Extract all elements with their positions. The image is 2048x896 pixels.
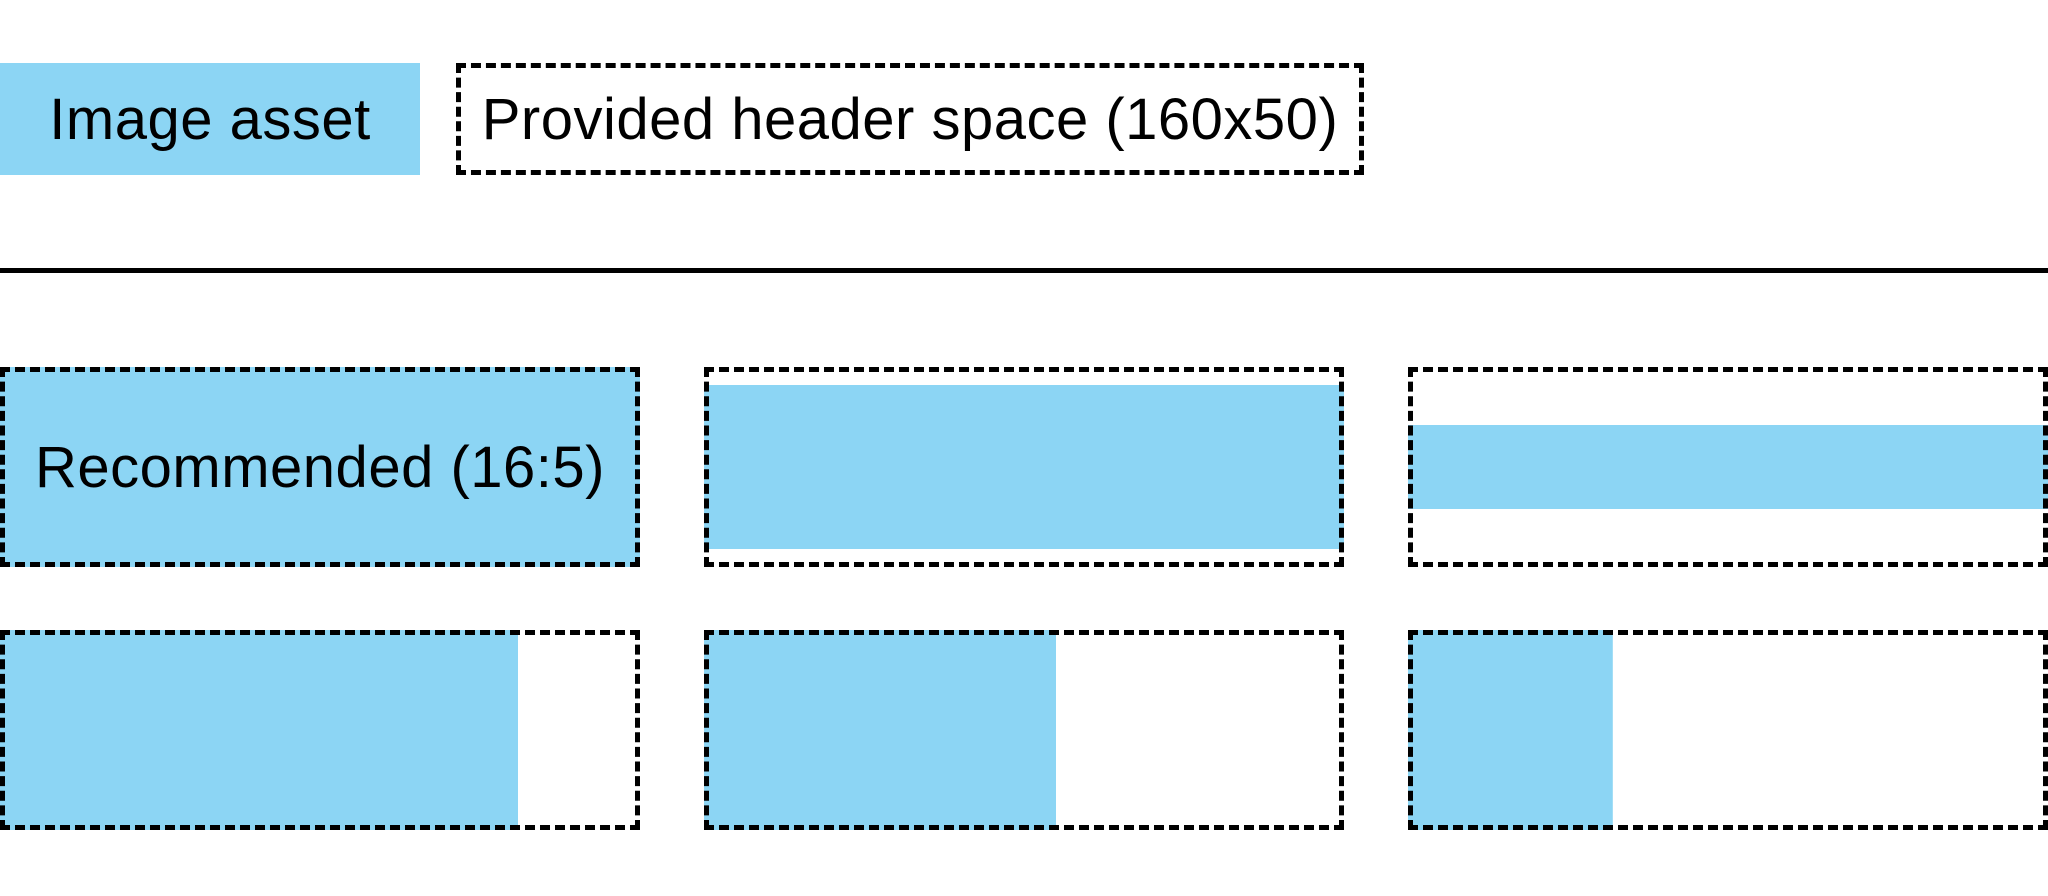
legend-image-asset-swatch: Image asset [0,63,420,175]
legend-provided-header-space-box: Provided header space (160x50) [456,63,1364,175]
legend-image-asset-label: Image asset [49,86,371,152]
example-cell-square-32pct [1408,630,2048,830]
example-cell-much-wider-letterboxed [1408,367,2048,567]
example-cell-wider-letterboxed [704,367,1344,567]
legend-provided-header-space-label: Provided header space (160x50) [481,86,1339,152]
recommended-aspect-label: Recommended (16:5) [35,434,605,500]
divider-line [0,268,2048,273]
example-cell-narrow-55pct [704,630,1344,830]
example-cell-recommended-16-5: Recommended (16:5) [0,367,640,567]
example-cell-narrow-81pct [0,630,640,830]
